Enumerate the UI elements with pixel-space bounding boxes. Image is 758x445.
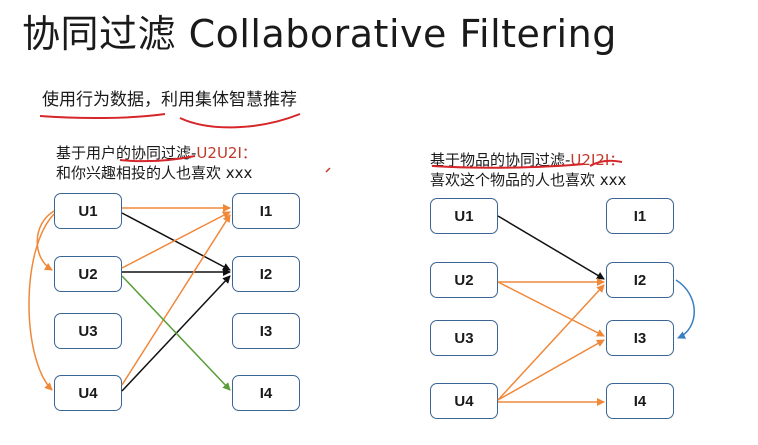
- left-user-node-3: U3: [54, 313, 122, 349]
- right-user-node-1: U1: [430, 198, 498, 234]
- right-item-node-2: I2: [606, 262, 674, 298]
- left-heading-code: U2U2I：: [196, 144, 257, 162]
- left-heading-prefix: 基于用户的协同过滤-: [56, 144, 197, 162]
- left-edge-u1-i2: [121, 212, 231, 271]
- left-item-node-4: I4: [232, 375, 300, 411]
- subtitle-underline-1: [39, 113, 166, 120]
- left-user-node-1: U1: [54, 193, 122, 229]
- right-curve-i2-i3: [675, 279, 695, 339]
- left-heading-line2: 和你兴趣相投的人也喜欢 xxx: [56, 164, 253, 182]
- right-edge-u4-i3: [497, 339, 605, 401]
- left-edge-u4-i2: [121, 275, 231, 392]
- right-item-node-1: I1: [606, 198, 674, 234]
- left-user-node-2: U2: [54, 256, 122, 292]
- right-heading-code: U2I2I：: [570, 151, 625, 169]
- left-item-node-1: I1: [232, 193, 300, 229]
- pen-mark: [325, 167, 331, 173]
- subtitle: 使用行为数据，利用集体智慧推荐: [42, 90, 297, 110]
- right-user-node-2: U2: [430, 262, 498, 298]
- left-item-node-3: I3: [232, 313, 300, 349]
- left-edge-u2-i4: [121, 275, 231, 391]
- left-user-node-4: U4: [54, 375, 122, 411]
- right-user-node-4: U4: [430, 383, 498, 419]
- right-heading-prefix: 基于物品的协同过滤-: [430, 151, 571, 169]
- right-edge-u1-i2: [497, 215, 605, 280]
- right-edge-u2-i3: [497, 281, 605, 337]
- left-heading: 基于用户的协同过滤-U2U2I： 和你兴趣相投的人也喜欢 xxx: [56, 143, 257, 183]
- page-title: 协同过滤 Collaborative Filtering: [22, 12, 617, 56]
- left-item-node-2: I2: [232, 256, 300, 292]
- subtitle-underline-2: [179, 113, 301, 129]
- right-heading: 基于物品的协同过滤-U2I2I： 喜欢这个物品的人也喜欢 xxx: [430, 150, 626, 190]
- right-user-node-3: U3: [430, 320, 498, 356]
- left-edge-u2-i1: [121, 211, 231, 269]
- right-edge-u4-i2: [497, 284, 605, 401]
- left-edge-u4-i1: [121, 214, 231, 386]
- left-curve-u1-u4: [28, 213, 55, 391]
- left-curve-u1-u2: [36, 210, 55, 271]
- right-item-node-3: I3: [606, 320, 674, 356]
- right-heading-line2: 喜欢这个物品的人也喜欢 xxx: [430, 171, 627, 189]
- right-item-node-4: I4: [606, 383, 674, 419]
